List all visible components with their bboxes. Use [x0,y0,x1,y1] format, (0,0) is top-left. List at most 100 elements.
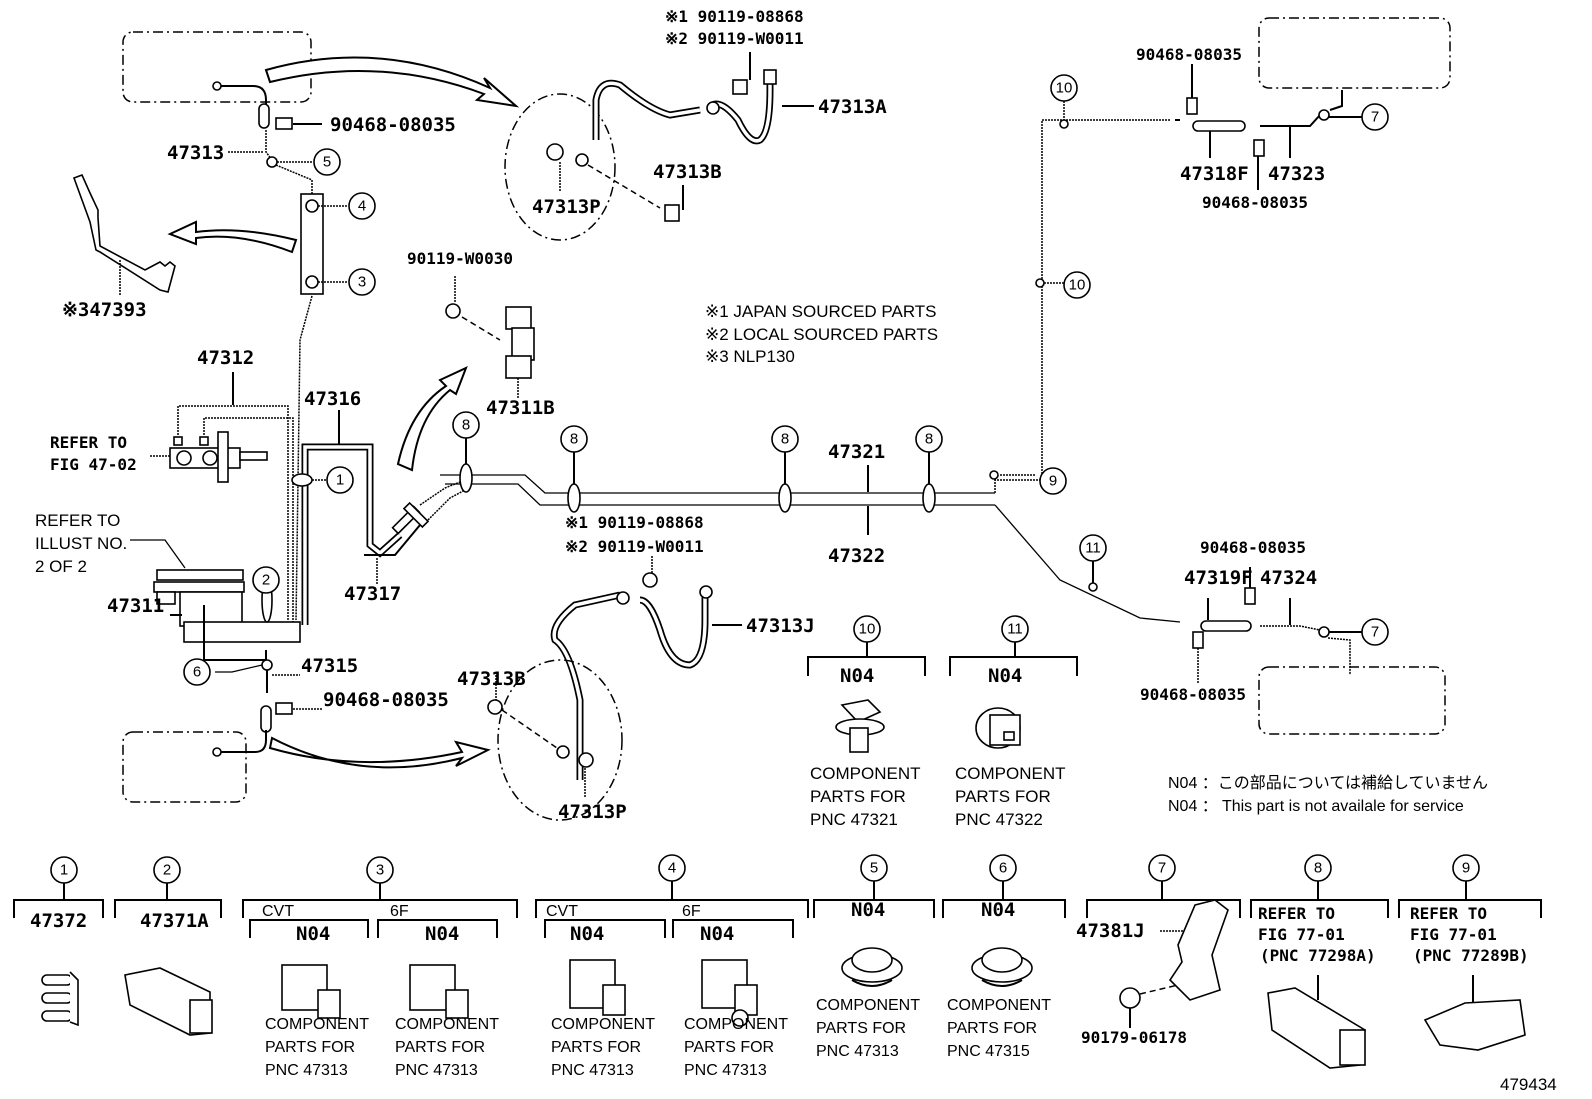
clip-part-icon [835,699,885,753]
grommet-icon [841,947,903,987]
svg-text:9: 9 [1049,473,1057,490]
refer-note: 2 OF 2 [35,557,87,576]
callout-8[interactable]: 8 [915,425,943,484]
svg-text:FIG 77-01: FIG 77-01 [1258,925,1345,944]
hose-end [217,85,267,122]
svg-text:2: 2 [163,862,171,879]
legend-item-10[interactable]: 10 N04 COMPONENT PARTS FOR PNC 47321 [807,615,926,829]
callout-6[interactable]: 6 [183,658,211,686]
svg-text:N04: N04 [981,899,1015,921]
part-label: 47318F [1180,163,1249,185]
part-label: 90468-08035 [330,114,456,136]
svg-text:7: 7 [1158,860,1166,877]
clip-part-icon [124,967,213,1036]
curved-arrow-icon [396,366,468,472]
legend-item-9[interactable]: 9 REFER TO FIG 77-01 (PNC 77289B) [1398,854,1542,1051]
callout-3[interactable]: 3 [348,268,376,296]
svg-text:11: 11 [1007,621,1023,638]
svg-text:PARTS FOR: PARTS FOR [265,1039,355,1056]
svg-text:47381J: 47381J [1076,920,1145,942]
refer-note: REFER TO [50,433,127,452]
svg-text:5: 5 [323,154,331,171]
svg-text:3: 3 [376,862,384,879]
svg-text:N04: N04 [700,923,734,945]
svg-text:PNC 47313: PNC 47313 [684,1062,767,1079]
svg-text:1: 1 [336,472,344,489]
svg-text:47371A: 47371A [140,910,209,932]
bracket-47393 [72,173,176,295]
callout-9[interactable]: 9 [1039,467,1067,495]
callout-8[interactable]: 8 [560,425,588,484]
curved-arrow-icon [268,736,491,769]
clip-part-icon [975,707,1021,749]
svg-text:8: 8 [925,431,933,448]
part-label: 47319F [1184,567,1253,589]
abs-actuator-47311 [130,539,301,661]
legend-item-4[interactable]: 4 CVT N04 COMPONENT PARTS FOR PNC 47313 … [535,854,809,1079]
variant-label: 6F [390,903,409,920]
svg-text:COMPONENT: COMPONENT [265,1016,369,1033]
rear-right-upper-assembly [1175,17,1451,190]
svg-text:N04: N04 [570,923,604,945]
legend-item-7[interactable]: 7 47381J 90179-06178 [1076,854,1241,1047]
callout-7[interactable]: 7 [1361,103,1389,131]
legend-item-5[interactable]: 5 N04 COMPONENT PARTS FOR PNC 47313 [813,854,935,1060]
legend-item-11[interactable]: 11 N04 COMPONENT PARTS FOR PNC 47322 [949,615,1078,829]
n04-note-en: N04 ： This part is not availale for serv… [1168,798,1464,815]
callout-5[interactable]: 5 [313,148,341,176]
refer-note: REFER TO [35,511,120,530]
clip-part-icon [1267,987,1366,1069]
callout-1[interactable]: 1 [312,466,354,494]
svg-text:7: 7 [1371,109,1379,126]
callout-7[interactable]: 7 [1361,618,1389,646]
brake-tube-47317 [364,479,466,585]
part-label: 47313P [558,801,627,823]
svg-text:REFER TO: REFER TO [1410,904,1487,923]
footnote: ※1 JAPAN SOURCED PARTS [705,302,937,321]
master-cylinder [150,431,268,483]
callout-10[interactable]: 10 [1044,271,1091,299]
part-label: 47321 [828,441,885,463]
hose-bracket-assembly [275,164,348,621]
legend-item-8[interactable]: 8 REFER TO FIG 77-01 (PNC 77298A) [1250,854,1389,1069]
svg-text:PARTS FOR: PARTS FOR [551,1039,641,1056]
grommet-icon [971,947,1033,987]
legend-item-2[interactable]: 2 47371A [114,856,222,1036]
clip-part-icon [701,959,758,1027]
callout-8[interactable]: 8 [452,411,480,464]
svg-text:PNC 47322: PNC 47322 [955,810,1043,829]
legend-item-6[interactable]: 6 N04 COMPONENT PARTS FOR PNC 47315 [942,854,1066,1060]
curved-arrow-icon [167,220,298,254]
svg-text:PNC 47313: PNC 47313 [816,1043,899,1060]
part-label: 47323 [1268,163,1325,185]
part-label: 90468-08035 [323,689,449,711]
part-label: ※2 90119-W0011 [565,537,704,556]
part-label: ※1 90119-08868 [665,7,804,26]
svg-text:6: 6 [193,664,201,681]
svg-text:PARTS FOR: PARTS FOR [947,1020,1037,1037]
callout-4[interactable]: 4 [348,192,376,220]
svg-text:COMPONENT: COMPONENT [395,1016,499,1033]
callout-11[interactable]: 11 [1079,534,1107,583]
svg-text:COMPONENT: COMPONENT [947,997,1051,1014]
svg-text:1: 1 [60,862,68,879]
variant-label: CVT [262,903,294,920]
brake-hose-47313A [504,52,814,241]
part-label: 47313B [457,668,526,690]
legend-item-3[interactable]: 3 CVT N04 COMPONENT PARTS FOR PNC 47313 … [242,856,518,1079]
variant-label: CVT [546,903,578,920]
part-label: 47313P [532,196,601,218]
curved-arrow-icon [264,56,520,108]
legend-item-1[interactable]: 1 47372 [13,856,104,1027]
svg-text:N04: N04 [851,899,885,921]
svg-text:6: 6 [999,860,1007,877]
svg-text:PNC 47313: PNC 47313 [551,1062,634,1079]
callout-8[interactable]: 8 [771,425,799,484]
part-label: 90468-08035 [1202,193,1308,212]
svg-text:FIG 77-01: FIG 77-01 [1410,925,1497,944]
part-label: 47313B [653,161,722,183]
svg-text:PNC 47313: PNC 47313 [395,1062,478,1079]
callout-10[interactable]: 10 [1050,74,1078,120]
part-label: 47315 [301,655,358,677]
callout-2[interactable]: 2 [252,566,280,594]
